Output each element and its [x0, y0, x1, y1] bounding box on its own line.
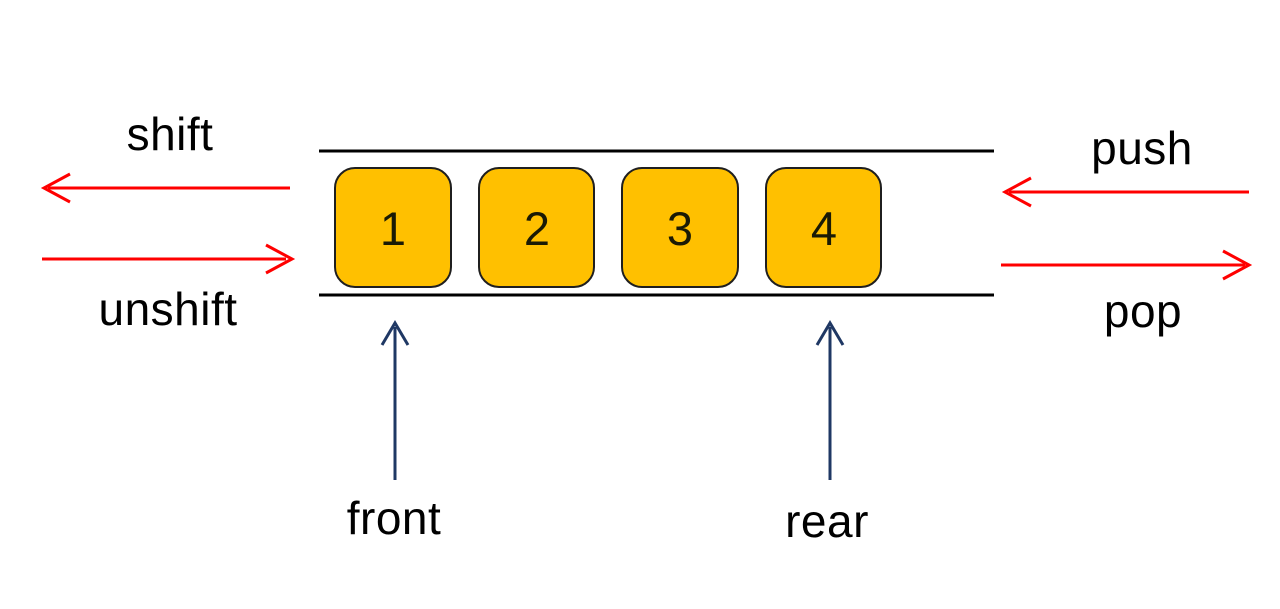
pop-label: pop: [1103, 285, 1183, 337]
push-label: push: [1091, 122, 1193, 174]
item-value: 4: [811, 202, 837, 255]
front-pointer-head: [380, 320, 410, 346]
item-value: 1: [380, 202, 406, 255]
shift-arrow: [40, 172, 290, 204]
front-label: front: [346, 492, 442, 544]
unshift-arrow-head: [265, 243, 296, 275]
queue-item-box-3: 3: [621, 167, 739, 288]
shift-label: shift: [126, 108, 214, 160]
front-pointer-arrow: [380, 320, 410, 480]
queue-item-box-4: 4: [765, 167, 882, 288]
rear-pointer-head: [815, 320, 845, 346]
unshift-arrow: [42, 243, 296, 275]
item-box: [334, 167, 452, 288]
push-arrow: [1001, 176, 1249, 208]
queue-item-box-2: 2: [478, 167, 595, 288]
item-value: 2: [524, 202, 550, 255]
item-box: [765, 167, 882, 288]
queue-item-box-1: 1: [334, 167, 452, 288]
pop-arrow: [1001, 249, 1253, 281]
item-box: [621, 167, 739, 288]
rear-label: rear: [785, 495, 869, 547]
unshift-label: unshift: [98, 283, 238, 335]
push-arrow-head: [1001, 176, 1032, 208]
item-box: [478, 167, 595, 288]
rear-pointer-arrow: [815, 320, 845, 480]
pop-arrow-head: [1222, 249, 1253, 281]
shift-arrow-head: [40, 172, 71, 204]
item-value: 3: [667, 202, 693, 255]
